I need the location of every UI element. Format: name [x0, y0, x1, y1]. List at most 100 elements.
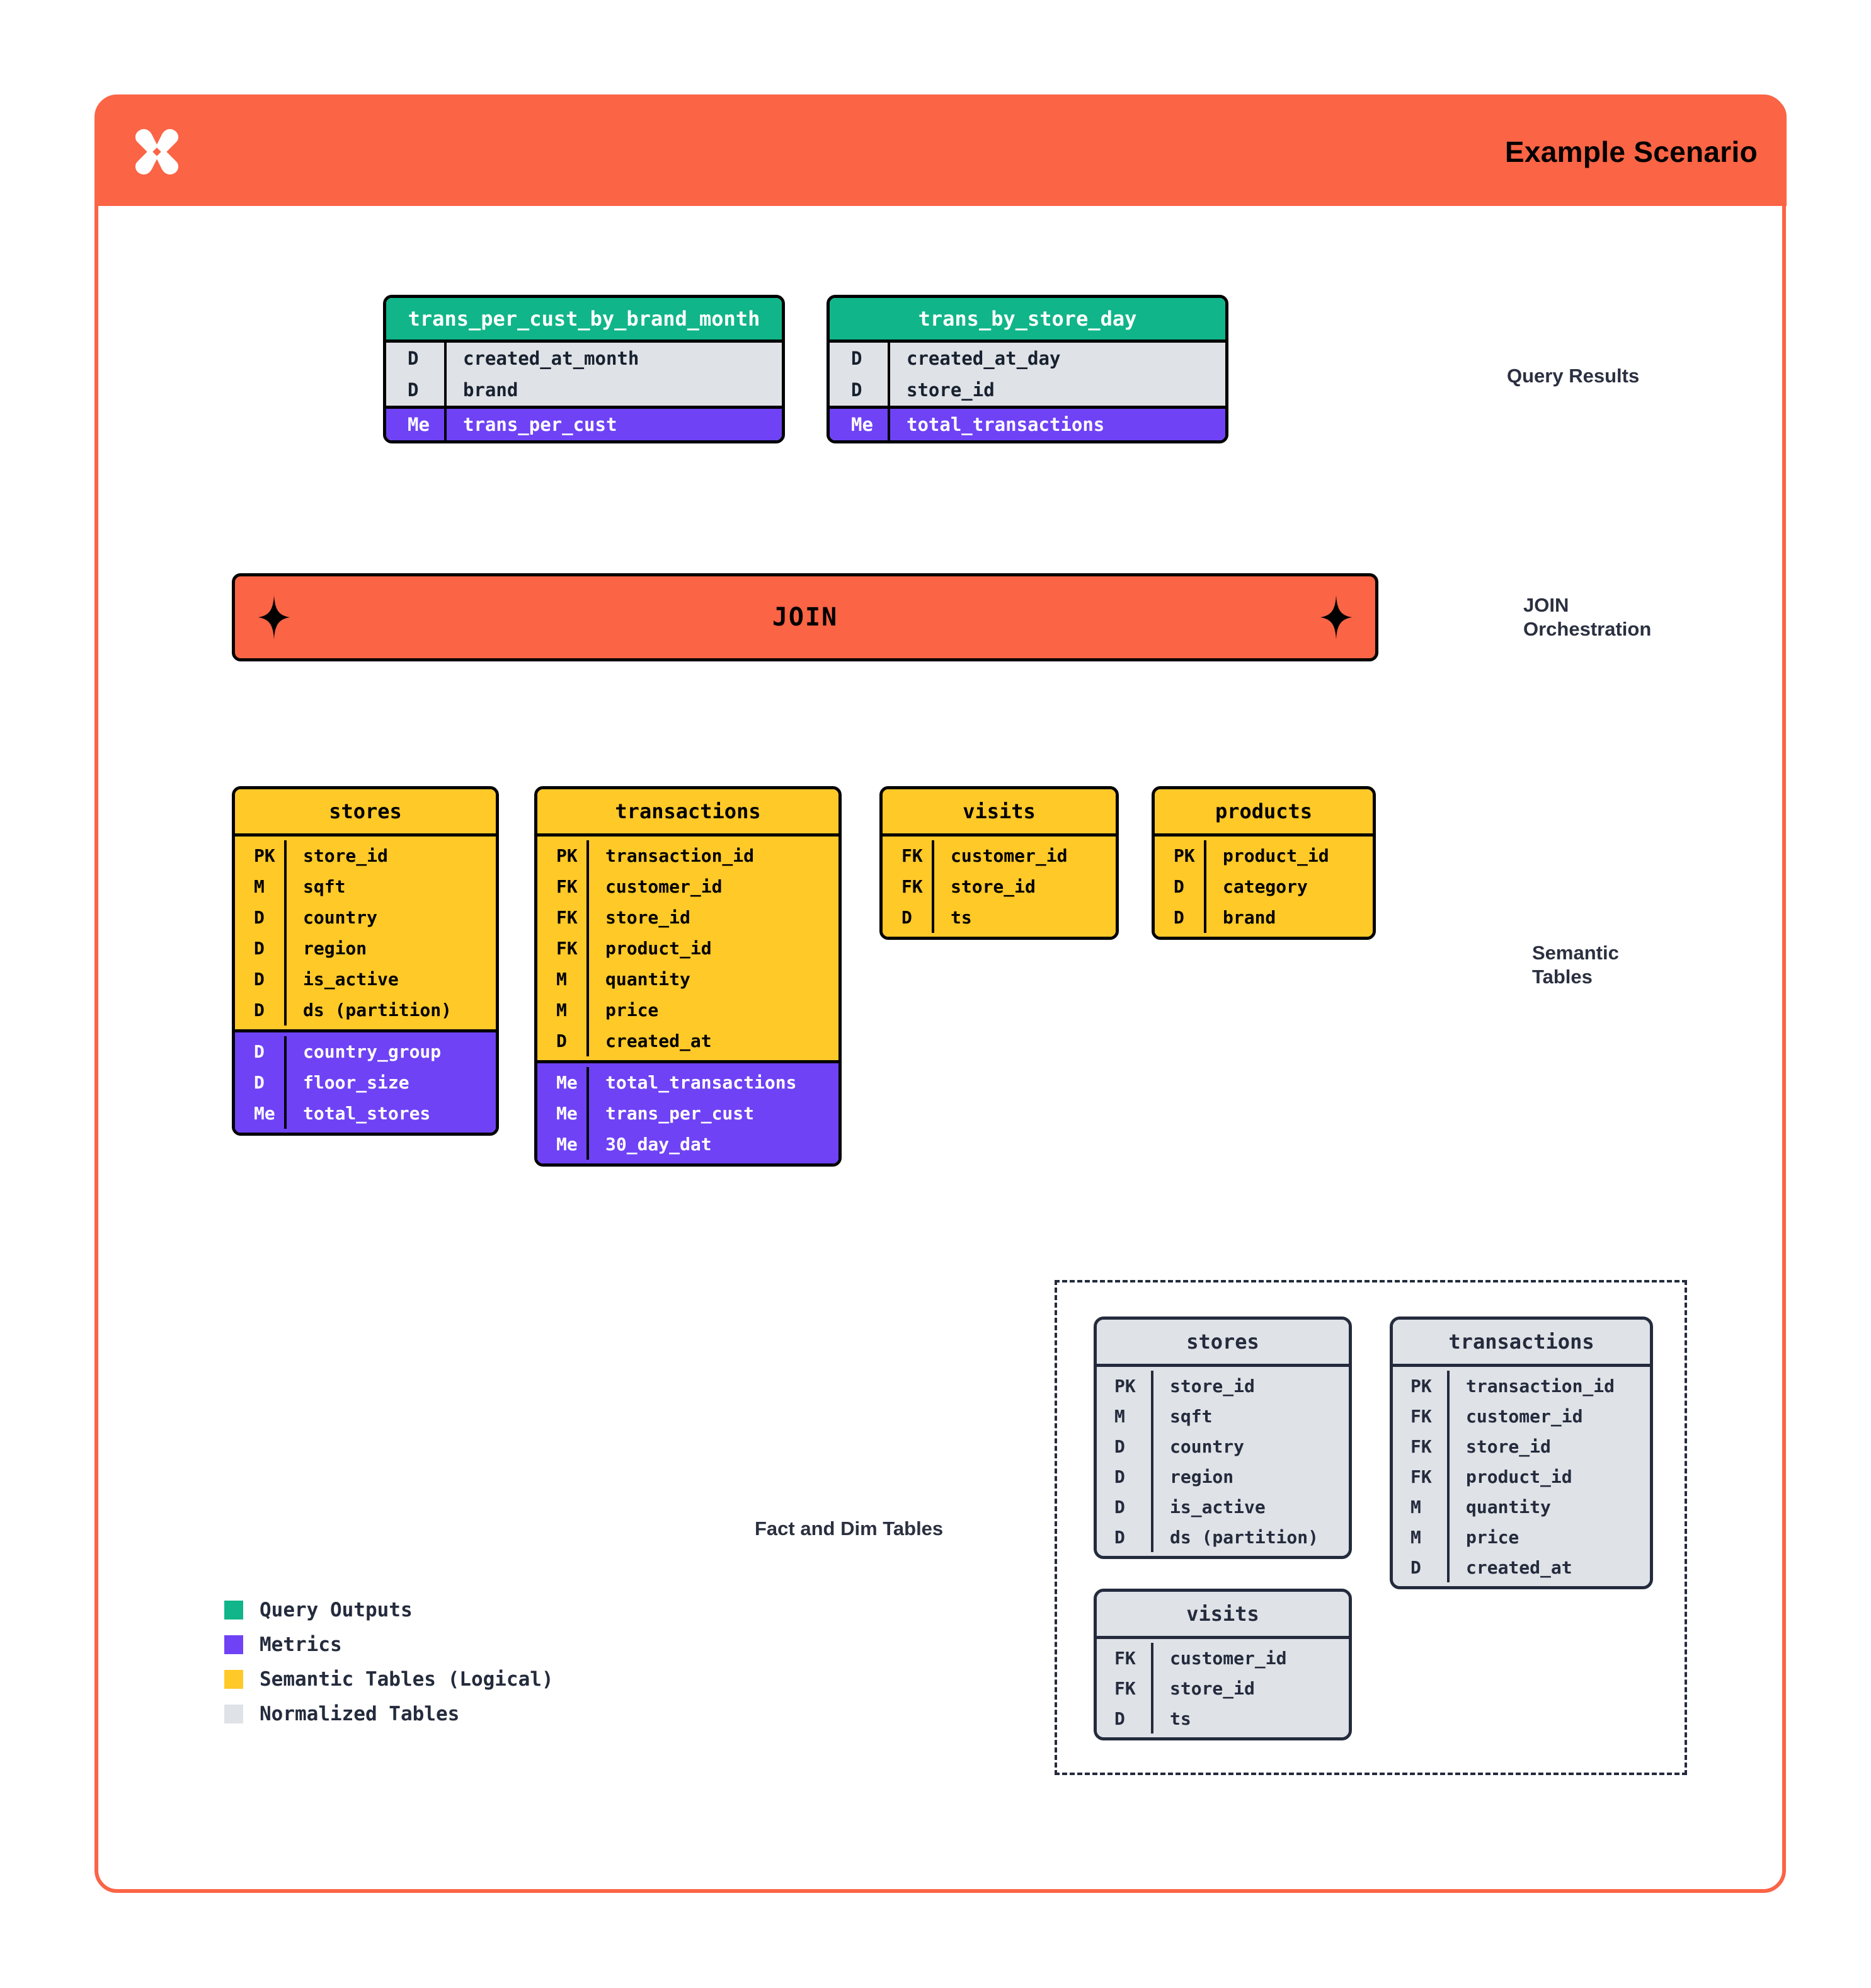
row-field: brand: [444, 374, 782, 406]
row-tag: PK: [254, 845, 275, 866]
legend-swatch-semantic-tables: [224, 1669, 243, 1689]
row-field: category: [1204, 871, 1373, 902]
row-field: total_transactions: [888, 409, 1225, 440]
row-tag: D: [1114, 1708, 1125, 1729]
row-field: customer_id: [1447, 1401, 1650, 1431]
row-tag: Me: [254, 1103, 275, 1124]
row-tag: D: [254, 938, 265, 959]
row-tag: FK: [556, 907, 578, 928]
row-tag: D: [1114, 1496, 1125, 1517]
legend-swatch-metrics: [224, 1635, 243, 1654]
table-row: Me total_stores: [235, 1098, 496, 1129]
fact-dim-callout: Fact and Dim Tables: [755, 1517, 944, 1540]
legend-item: Semantic Tables (Logical): [224, 1662, 554, 1696]
row-tag: PK: [1174, 845, 1195, 866]
row-field: total_transactions: [586, 1067, 838, 1098]
table-title: visits: [1097, 1592, 1349, 1639]
row-tag: M: [556, 1000, 567, 1020]
row-field: store_id: [1447, 1431, 1650, 1461]
row-field: transaction_id: [1447, 1371, 1650, 1401]
row-tag: FK: [901, 876, 923, 897]
table-row: D created_at_month: [386, 343, 782, 374]
join-callout-line1: JOIN: [1523, 594, 1569, 616]
table-row: PK transaction_id: [1393, 1371, 1650, 1401]
row-field: is_active: [1151, 1492, 1349, 1522]
row-tag: Me: [556, 1072, 578, 1093]
row-field: ds (partition): [1151, 1522, 1349, 1552]
row-field: product_id: [586, 933, 838, 964]
row-field: country: [1151, 1431, 1349, 1461]
semantic-callout-line2: Tables: [1532, 965, 1593, 988]
row-tag: PK: [556, 845, 578, 866]
row-field: ts: [1151, 1703, 1349, 1734]
row-field: ds (partition): [284, 995, 496, 1025]
metric-rows: Me total_transactions: [830, 406, 1225, 440]
table-title: visits: [883, 789, 1116, 837]
row-tag: FK: [1114, 1677, 1136, 1699]
table-row: PK store_id: [235, 840, 496, 871]
legend-label: Normalized Tables: [260, 1702, 460, 1725]
row-tag: D: [1114, 1436, 1125, 1457]
row-field: store_id: [284, 840, 496, 871]
legend-item: Metrics: [224, 1627, 554, 1662]
table-row: PK transaction_id: [537, 840, 838, 871]
row-field: total_stores: [284, 1098, 496, 1129]
row-field: 30_day_dat: [586, 1129, 838, 1160]
page-title: Example Scenario: [1504, 135, 1758, 168]
row-tag: FK: [1410, 1436, 1432, 1457]
table-row: D created_at_day: [830, 343, 1225, 374]
table-title: transactions: [537, 789, 838, 837]
query-result-table-trans-per-cust-by-brand-month[interactable]: trans_per_cust_by_brand_month D created_…: [383, 295, 785, 443]
row-tag: FK: [1114, 1647, 1136, 1669]
legend-item: Normalized Tables: [224, 1696, 554, 1731]
row-tag: FK: [901, 845, 923, 866]
legend-swatch-normalized-tables: [224, 1704, 243, 1723]
card-header: Example Scenario: [98, 98, 1787, 206]
row-field: created_at_month: [444, 343, 782, 374]
row-tag: M: [1114, 1405, 1125, 1427]
row-tag: Me: [556, 1103, 578, 1124]
join-orchestration-bar[interactable]: JOIN: [232, 573, 1378, 661]
table-title: products: [1155, 789, 1373, 837]
row-field: created_at_day: [888, 343, 1225, 374]
row-tag: D: [1174, 907, 1184, 928]
row-tag: PK: [1410, 1375, 1432, 1397]
row-tag: D: [1114, 1466, 1125, 1487]
row-field: transaction_id: [586, 840, 838, 871]
row-field: country_group: [284, 1036, 496, 1067]
fact-dim-group-box: [1055, 1280, 1687, 1775]
row-field: region: [284, 933, 496, 964]
query-result-table-trans-by-store-day[interactable]: trans_by_store_day D created_at_day D st…: [827, 295, 1228, 443]
row-field: store_id: [888, 374, 1225, 406]
legend: Query Outputs Metrics Semantic Tables (L…: [224, 1592, 554, 1731]
row-field: quantity: [1447, 1492, 1650, 1522]
table-title: stores: [235, 789, 496, 837]
join-label: JOIN: [772, 603, 838, 632]
